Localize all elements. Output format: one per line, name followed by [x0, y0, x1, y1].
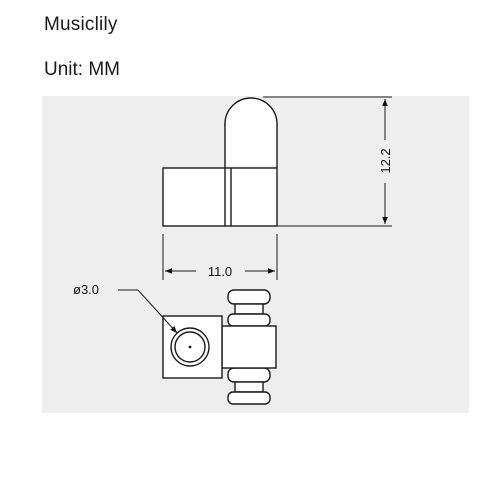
diameter-label: ø3.0	[73, 282, 99, 297]
hole-center-mark	[188, 345, 192, 349]
width-dimension	[162, 234, 278, 280]
width-dimension-label: 11.0	[208, 264, 232, 279]
lower-pin-head	[227, 391, 271, 405]
lower-pin-flange	[227, 367, 271, 383]
diameter-leader-line	[118, 289, 178, 334]
hinge-barrel	[221, 325, 277, 369]
upper-pin-neck	[234, 303, 264, 315]
lower-pin-neck	[234, 381, 264, 393]
diameter-leader	[118, 289, 178, 334]
upper-pin-flange	[227, 313, 271, 327]
height-dimension-label: 12.2	[378, 148, 393, 173]
main-block	[162, 167, 278, 227]
brand-title: Musiclily	[44, 14, 118, 35]
side-view	[162, 289, 277, 405]
upper-pin-head	[227, 289, 271, 305]
top-view	[162, 97, 278, 227]
height-dimension	[263, 96, 392, 227]
unit-label: Unit: MM	[44, 59, 120, 80]
